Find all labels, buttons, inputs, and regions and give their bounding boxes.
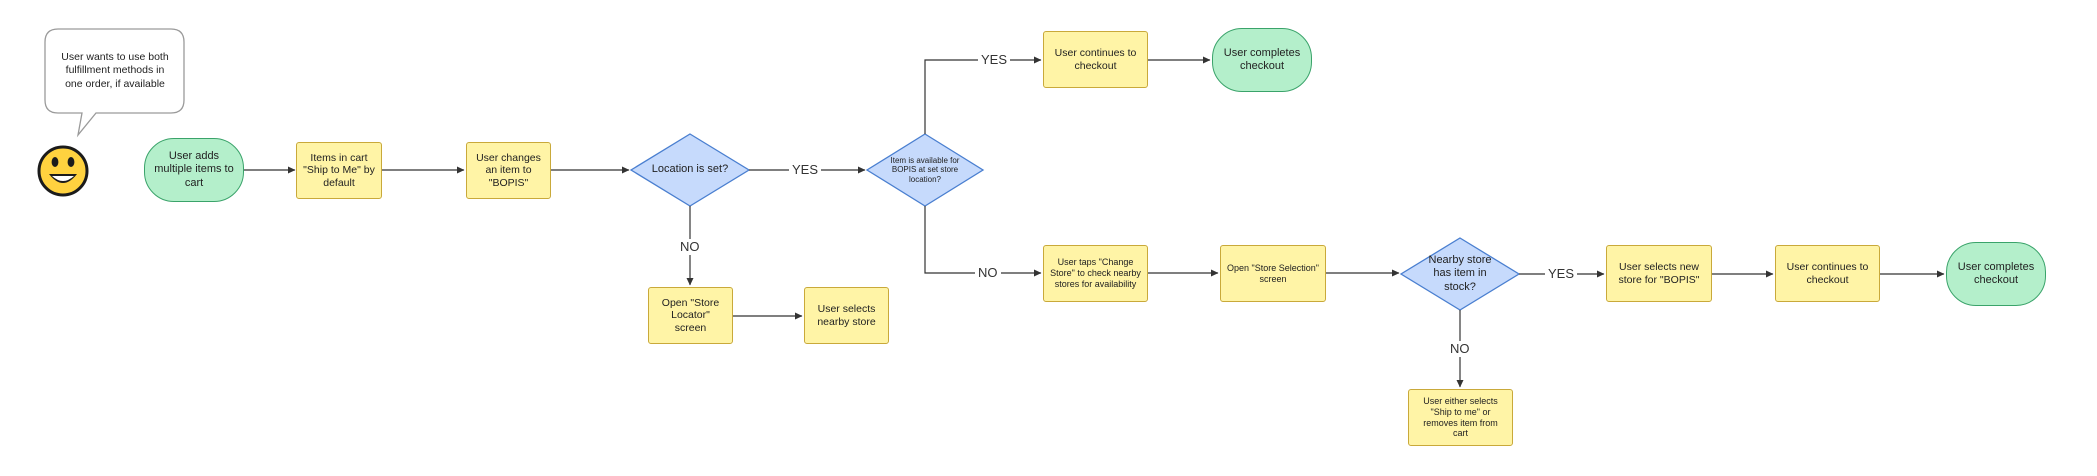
end-node-top: User completes checkout: [1212, 28, 1312, 92]
edge-label-yes-stock: YES: [1545, 266, 1578, 282]
edge-available-no: [924, 206, 1042, 277]
continues-top-box: User continues to checkout: [1043, 31, 1148, 88]
edge-label-yes-location: YES: [789, 162, 822, 178]
decision-nearby-in-stock: Nearby store has item in stock?: [1428, 254, 1492, 293]
edge-label-no-stock: NO: [1447, 341, 1473, 357]
items-in-cart-box: Items in cart "Ship to Me" by default: [296, 142, 382, 199]
continues-bottom-box: User continues to checkout: [1775, 245, 1880, 302]
grinning-face-icon: [37, 145, 89, 197]
either-selects-box: User either selects "Ship to me" or remo…: [1408, 389, 1513, 446]
decision-item-available: Item is available for BOPIS at set store…: [890, 155, 960, 184]
selects-new-store-box: User selects new store for "BOPIS": [1606, 245, 1712, 302]
edge-label-no-available: NO: [975, 265, 1001, 281]
note-text: User wants to use both fulfillment metho…: [61, 51, 169, 90]
start-node: User adds multiple items to cart: [144, 138, 244, 202]
taps-change-store-box: User taps "Change Store" to check nearby…: [1043, 245, 1148, 302]
store-locator-box: Open "Store Locator" screen: [648, 287, 733, 344]
changes-item-box: User changes an item to "BOPIS": [466, 142, 551, 199]
selects-nearby-box: User selects nearby store: [804, 287, 889, 344]
decision-location-set: Location is set?: [651, 163, 729, 176]
edge-label-yes-available: YES: [978, 52, 1011, 68]
edge-available-yes: [924, 56, 1042, 134]
edge-label-no-location: NO: [677, 239, 703, 255]
speech-bubble-shape: [44, 28, 185, 138]
end-node-bottom: User completes checkout: [1946, 242, 2046, 306]
store-selection-box: Open "Store Selection" screen: [1220, 245, 1326, 302]
